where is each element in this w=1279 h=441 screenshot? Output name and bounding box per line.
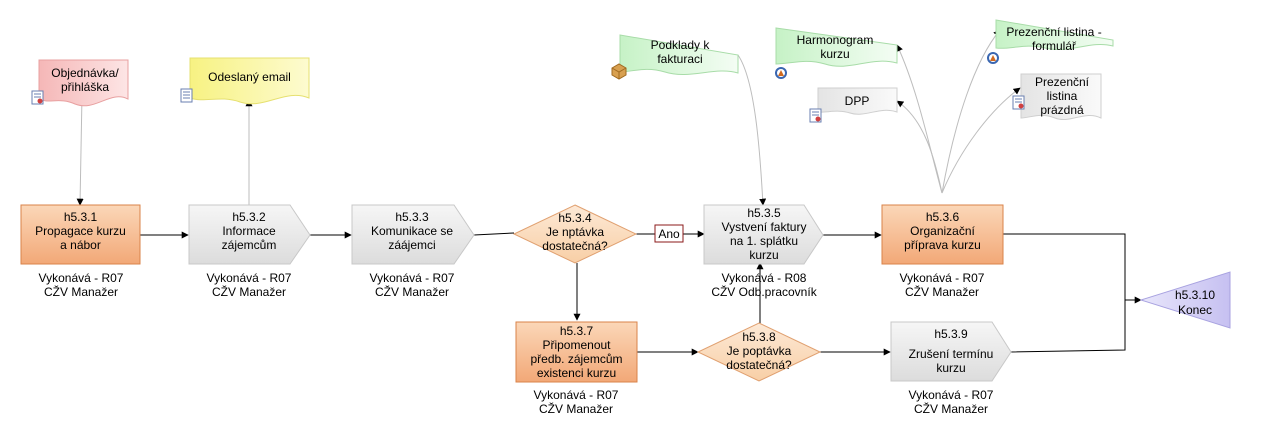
doc-harmonogram-shape — [775, 27, 898, 67]
step-537-label: Připomenout předb. zájemcům existenci ku… — [530, 338, 623, 380]
step-537-performer: Vykonává - R07 CŽV Manažer — [533, 388, 619, 416]
step-539-label: Zrušení termínu kurzu — [908, 347, 994, 375]
step-537-id: h5.3.7 — [559, 324, 594, 338]
doc-harmonogram-label: Harmonogram kurzu — [796, 33, 874, 61]
assoc-dpp — [896, 100, 943, 194]
doc-prezencni-formular-shape — [995, 19, 1114, 50]
step-537-box[interactable] — [515, 321, 638, 383]
step-536-label: Organizační příprava kurzu — [904, 224, 981, 252]
step-532-box[interactable] — [188, 204, 311, 265]
doc-email-label: Odeslaný email — [208, 70, 291, 84]
doc-objednavka-label: Objednávka/ přihláška — [51, 66, 119, 94]
doc-podklady-label: Podklady k fakturaci — [650, 38, 710, 66]
doc-prezencni-formular-label: Prezenční listina - formulář — [1006, 25, 1102, 53]
step-5310-label: Konec — [1177, 303, 1213, 317]
step-531-label: Propagace kurzu a nábor — [35, 224, 126, 252]
doc-prezencni-prazdna-label: Prezenční listina prázdná — [1034, 75, 1090, 117]
package-icon — [611, 63, 627, 80]
step-531-performer: Vykonává - R07 CŽV Manažer — [38, 271, 124, 299]
assoc-podklady — [737, 54, 767, 206]
step-533-box[interactable] — [351, 204, 475, 265]
doc-email-shape — [189, 57, 310, 105]
step-536-performer: Vykonává - R07 CŽV Manažer — [899, 271, 985, 299]
step-533-id: h5.3.3 — [395, 210, 429, 224]
form-document-icon — [31, 90, 44, 105]
edge-label-ano: Ano — [658, 227, 680, 241]
compass-icon-2 — [987, 52, 999, 64]
step-532-label: Informace zájemcům — [221, 224, 277, 252]
flow-536-end — [1003, 233, 1142, 304]
doc-objednavka-shape — [38, 59, 129, 107]
flow-lines — [140, 230, 1142, 356]
step-535-box[interactable] — [703, 204, 824, 265]
step-535-performer: Vykonává - R08 CŽV Odb.pracovník — [711, 271, 817, 299]
step-531-box[interactable] — [20, 204, 141, 265]
step-532-id: h5.3.2 — [232, 210, 266, 224]
edge-label-ano-box — [654, 224, 684, 243]
step-532-performer: Vykonává - R07 CŽV Manažer — [206, 271, 292, 299]
doc-dpp-shape — [817, 87, 898, 115]
step-535-id: h5.3.5 — [747, 206, 781, 220]
document-associations — [76, 29, 1021, 206]
step-533-label: Komunikace se záájemci — [370, 224, 454, 252]
compass-icon — [775, 67, 787, 79]
step-539-box[interactable] — [890, 321, 1012, 382]
step-534-label: Je nptávka dostatečná? — [542, 225, 608, 253]
step-534-diamond[interactable] — [512, 204, 638, 264]
step-536-box[interactable] — [881, 204, 1004, 265]
text-document-icon — [180, 88, 193, 103]
assoc-harmonogram — [896, 44, 943, 194]
assoc-objednavka — [76, 94, 84, 206]
step-533-performer: Vykonává - R07 CŽV Manažer — [369, 271, 455, 299]
form-document-icon-dpp — [809, 108, 822, 123]
form-document-icon-prazdna — [1012, 95, 1025, 110]
assoc-prezencni-prazdna — [941, 87, 1021, 194]
step-538-diamond[interactable] — [696, 322, 822, 382]
step-535-label: Vystvení faktury na 1. splátku kurzu — [721, 220, 807, 262]
doc-dpp-label: DPP — [844, 94, 870, 108]
step-534-id: h5.3.4 — [558, 211, 592, 225]
step-536-id: h5.3.6 — [925, 210, 960, 224]
step-538-id: h5.3.8 — [742, 330, 776, 344]
doc-podklady-shape — [619, 34, 739, 76]
step-539-performer: Vykonává - R07 CŽV Manažer — [908, 388, 994, 416]
step-538-label: Je poptávka dostatečná? — [726, 344, 792, 372]
flow-533-534 — [473, 232, 515, 236]
doc-prezencni-prazdna-shape — [1020, 73, 1102, 120]
step-5310-id: h5.3.10 — [1174, 288, 1216, 302]
flow-539-end — [1009, 300, 1126, 353]
step-5310-end[interactable] — [1139, 271, 1231, 329]
step-539-id: h5.3.9 — [934, 327, 968, 341]
step-531-id: h5.3.1 — [63, 210, 98, 224]
assoc-prezencni-formular — [941, 29, 1001, 194]
